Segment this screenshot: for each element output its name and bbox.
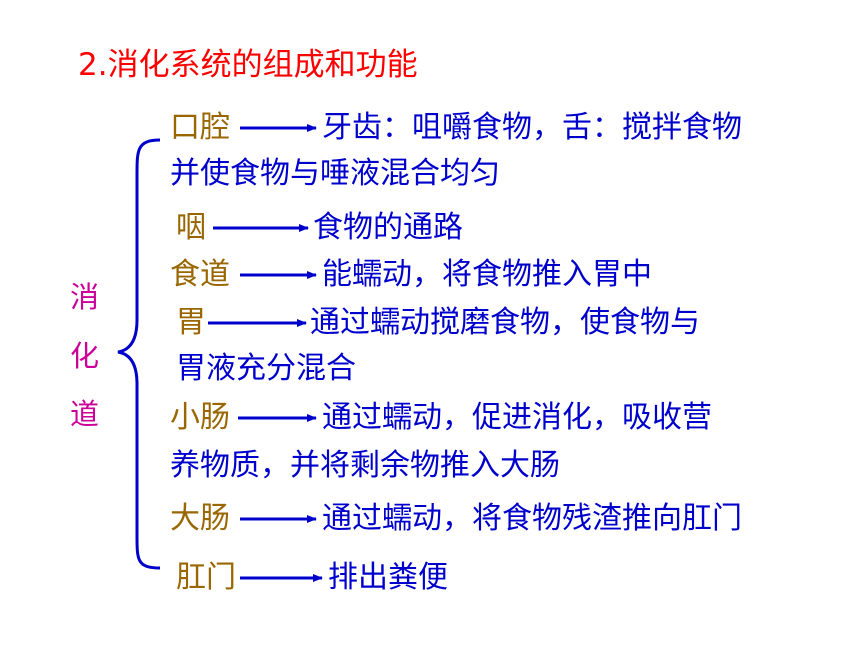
organ-small-intestine: 小肠 <box>170 400 230 435</box>
organ-stomach: 胃 <box>176 305 206 340</box>
desc-anus: 排出粪便 <box>328 560 448 595</box>
desc-esophagus: 能蠕动，将食物推入胃中 <box>322 257 652 292</box>
organ-anus: 肛门 <box>176 560 236 595</box>
page-title: 2.消化系统的组成和功能 <box>78 47 418 83</box>
desc-stomach-line-2: 胃液充分混合 <box>176 351 356 386</box>
side-label-char-2: 化 <box>70 339 100 373</box>
organ-esophagus: 食道 <box>170 257 230 292</box>
curly-brace <box>117 138 161 570</box>
desc-mouth-line-2: 并使食物与唾液混合均匀 <box>170 156 500 191</box>
desc-small-intestine-line-2: 养物质，并将剩余物推入大肠 <box>170 448 560 483</box>
desc-small-intestine-line-1: 通过蠕动，促进消化，吸收营 <box>322 400 712 435</box>
organ-mouth: 口腔 <box>170 110 230 145</box>
desc-stomach-line-1: 通过蠕动搅磨食物，使食物与 <box>310 305 700 340</box>
organ-large-intestine: 大肠 <box>170 501 230 536</box>
desc-large-intestine: 通过蠕动，将食物残渣推向肛门 <box>322 501 742 536</box>
desc-mouth-line-1: 牙齿：咀嚼食物，舌：搅拌食物 <box>322 110 742 145</box>
desc-pharynx: 食物的通路 <box>313 210 463 245</box>
organ-pharynx: 咽 <box>176 210 206 245</box>
side-label-char-3: 道 <box>70 397 100 431</box>
side-label-char-1: 消 <box>70 280 100 314</box>
